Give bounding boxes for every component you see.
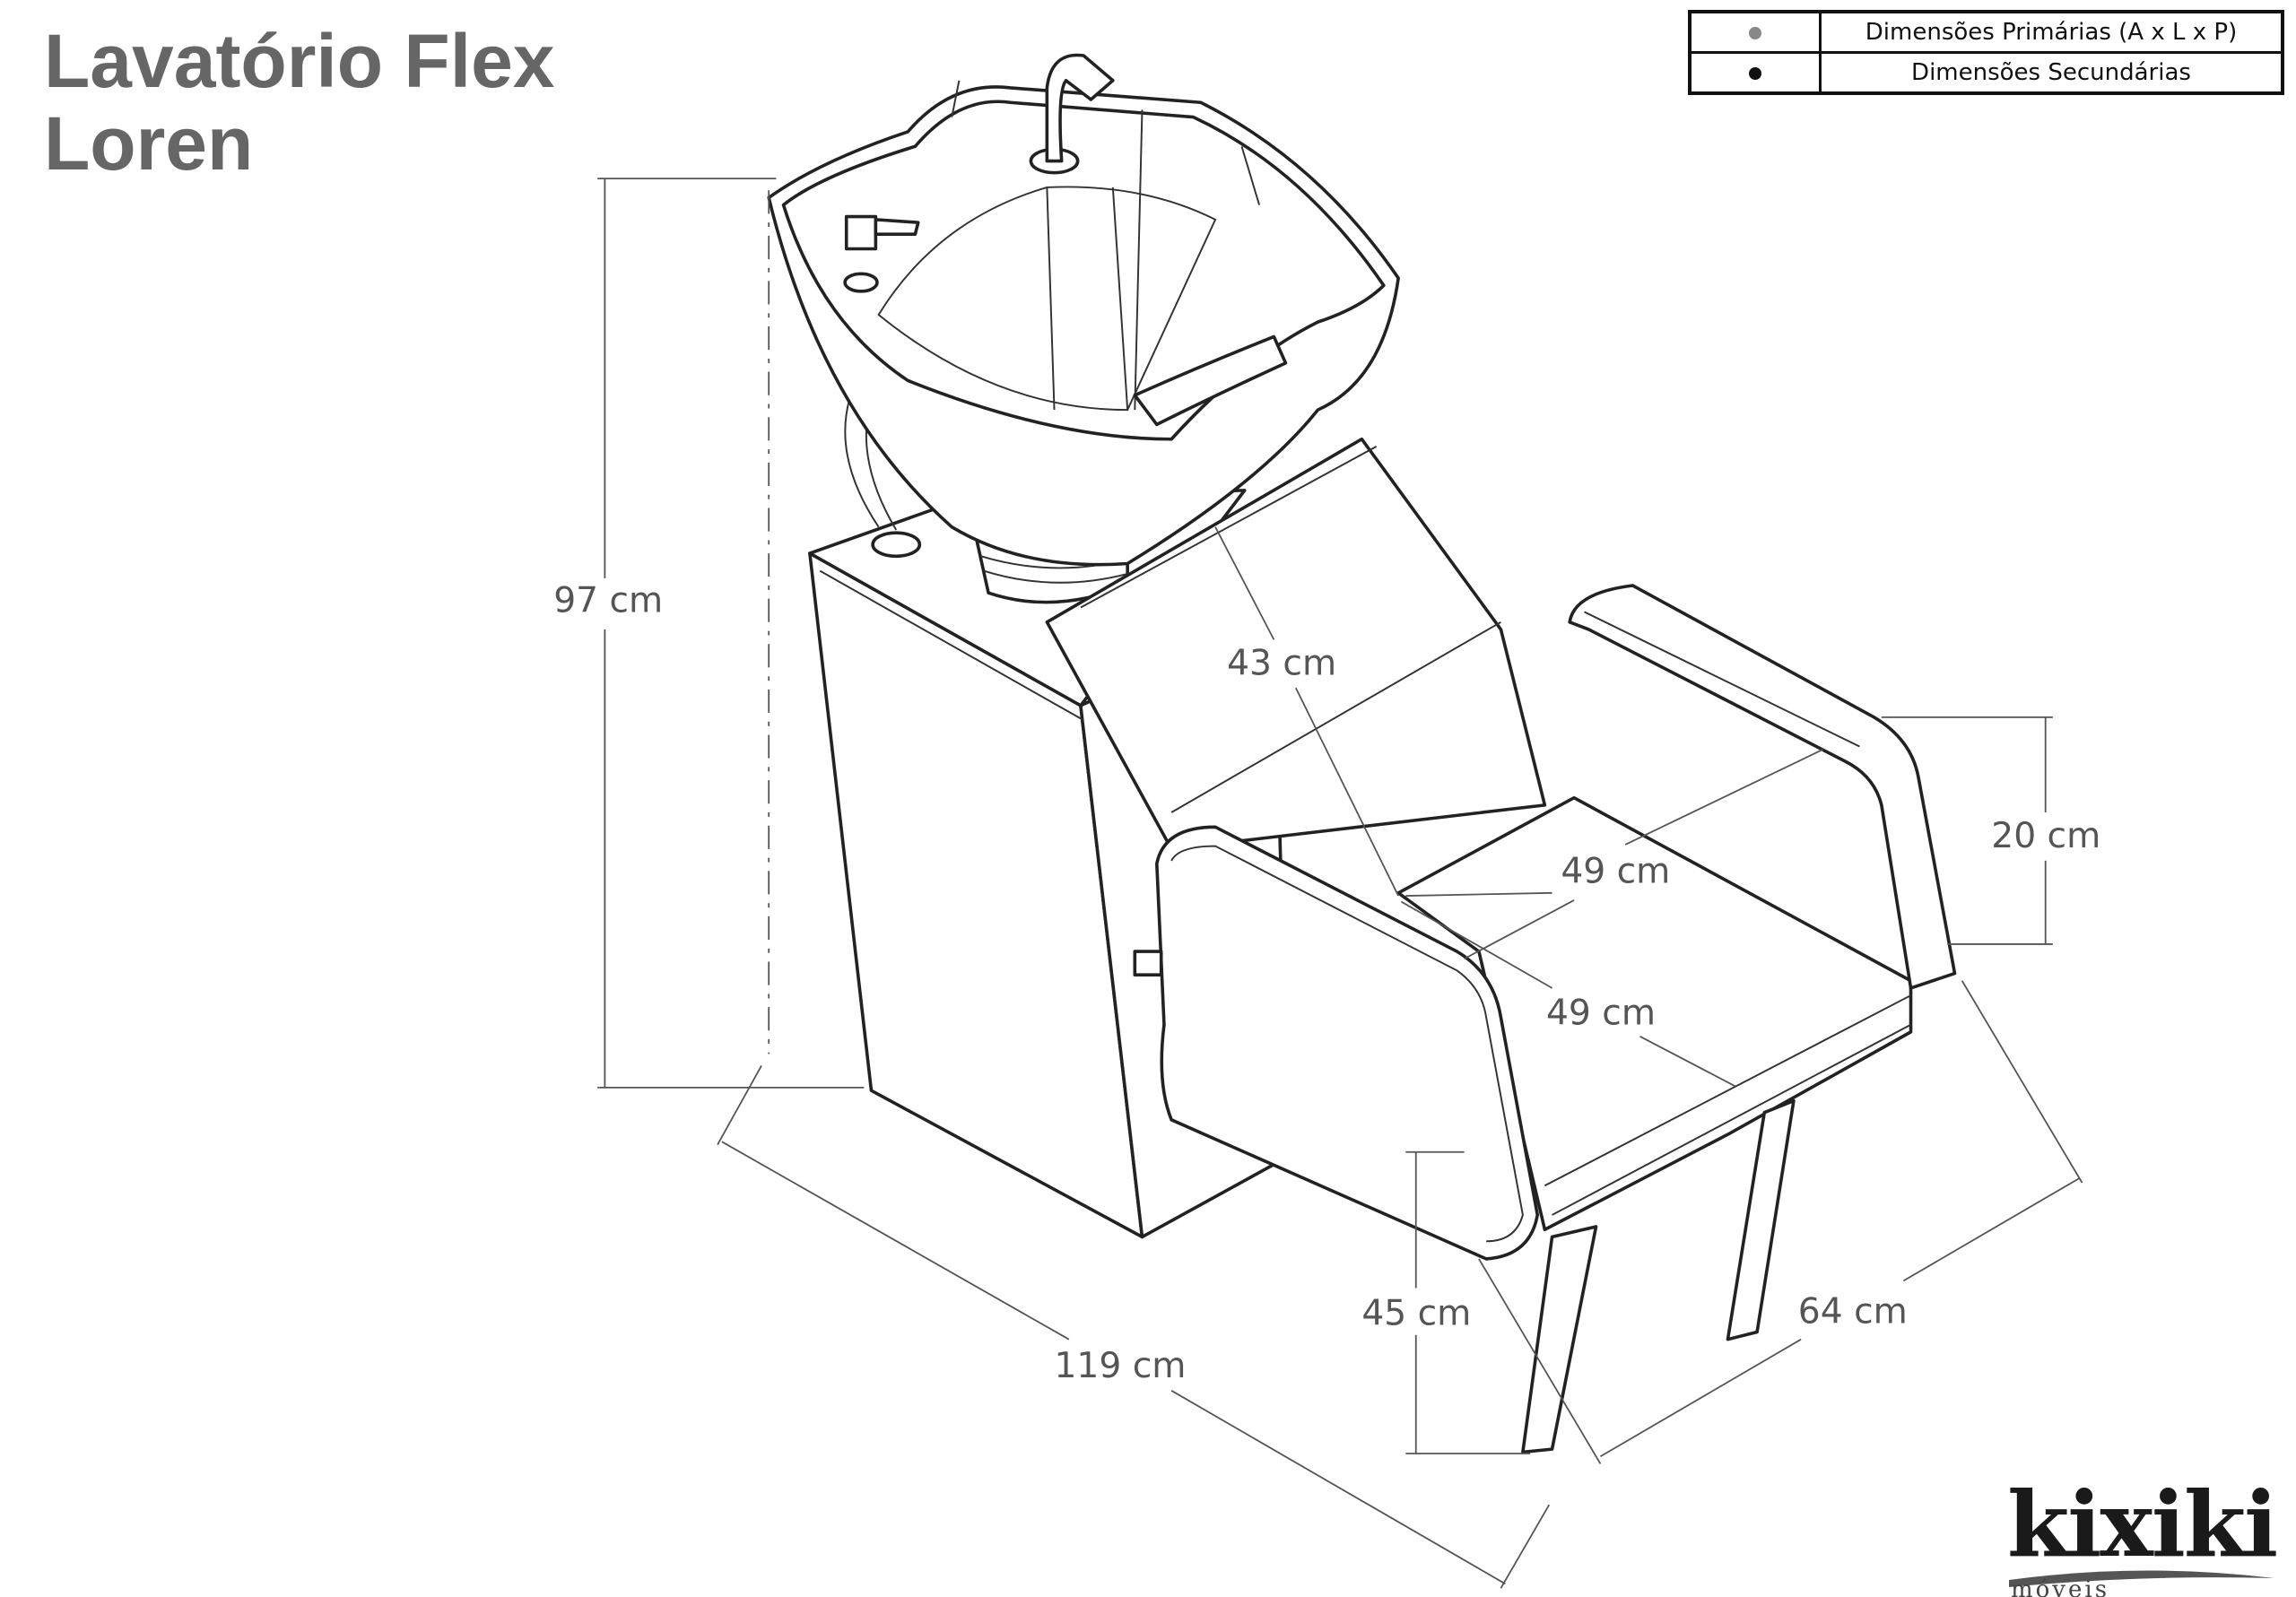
product-title: Lavatório Flex	[44, 19, 555, 103]
dim-backrest: 43 cm	[1227, 644, 1336, 684]
product-subtitle: Loren	[44, 101, 254, 186]
dimension-lines	[597, 178, 2083, 1589]
dim-total-width: 64 cm	[1798, 1292, 1908, 1332]
chair-legs	[1521, 1098, 1796, 1454]
logo-brand: kixiki	[2007, 1471, 2278, 1577]
gray-dot-icon	[1749, 27, 1761, 39]
legend-label: Dimensões Primárias (A x L x P)	[1819, 10, 2284, 54]
dim-seat-depth: 49 cm	[1546, 994, 1656, 1034]
wash-basin	[767, 53, 1400, 604]
logo-subtitle: móveis	[2011, 1576, 2110, 1597]
dim-seat-height: 45 cm	[1361, 1293, 1471, 1333]
legend-row-secondary: Dimensões Secundárias	[1688, 51, 2284, 95]
legend-label: Dimensões Secundárias	[1819, 51, 2284, 95]
legend-row-primary: Dimensões Primárias (A x L x P)	[1688, 10, 2284, 54]
dim-armrest-height: 20 cm	[1991, 816, 2100, 856]
left-armrest	[1133, 825, 1540, 1261]
black-dot-icon	[1749, 67, 1761, 80]
right-armrest	[1568, 584, 1957, 990]
dim-total-height: 97 cm	[553, 580, 663, 621]
dimension-legend: Dimensões Primárias (A x L x P) Dimensõe…	[1688, 10, 2284, 95]
backrest	[1045, 437, 1547, 851]
logo-swoosh-icon	[2009, 1570, 2274, 1587]
dim-seat-width: 49 cm	[1561, 851, 1670, 891]
dim-total-length: 119 cm	[1055, 1346, 1187, 1386]
kixiki-logo: kixiki móveis	[2007, 1471, 2278, 1597]
